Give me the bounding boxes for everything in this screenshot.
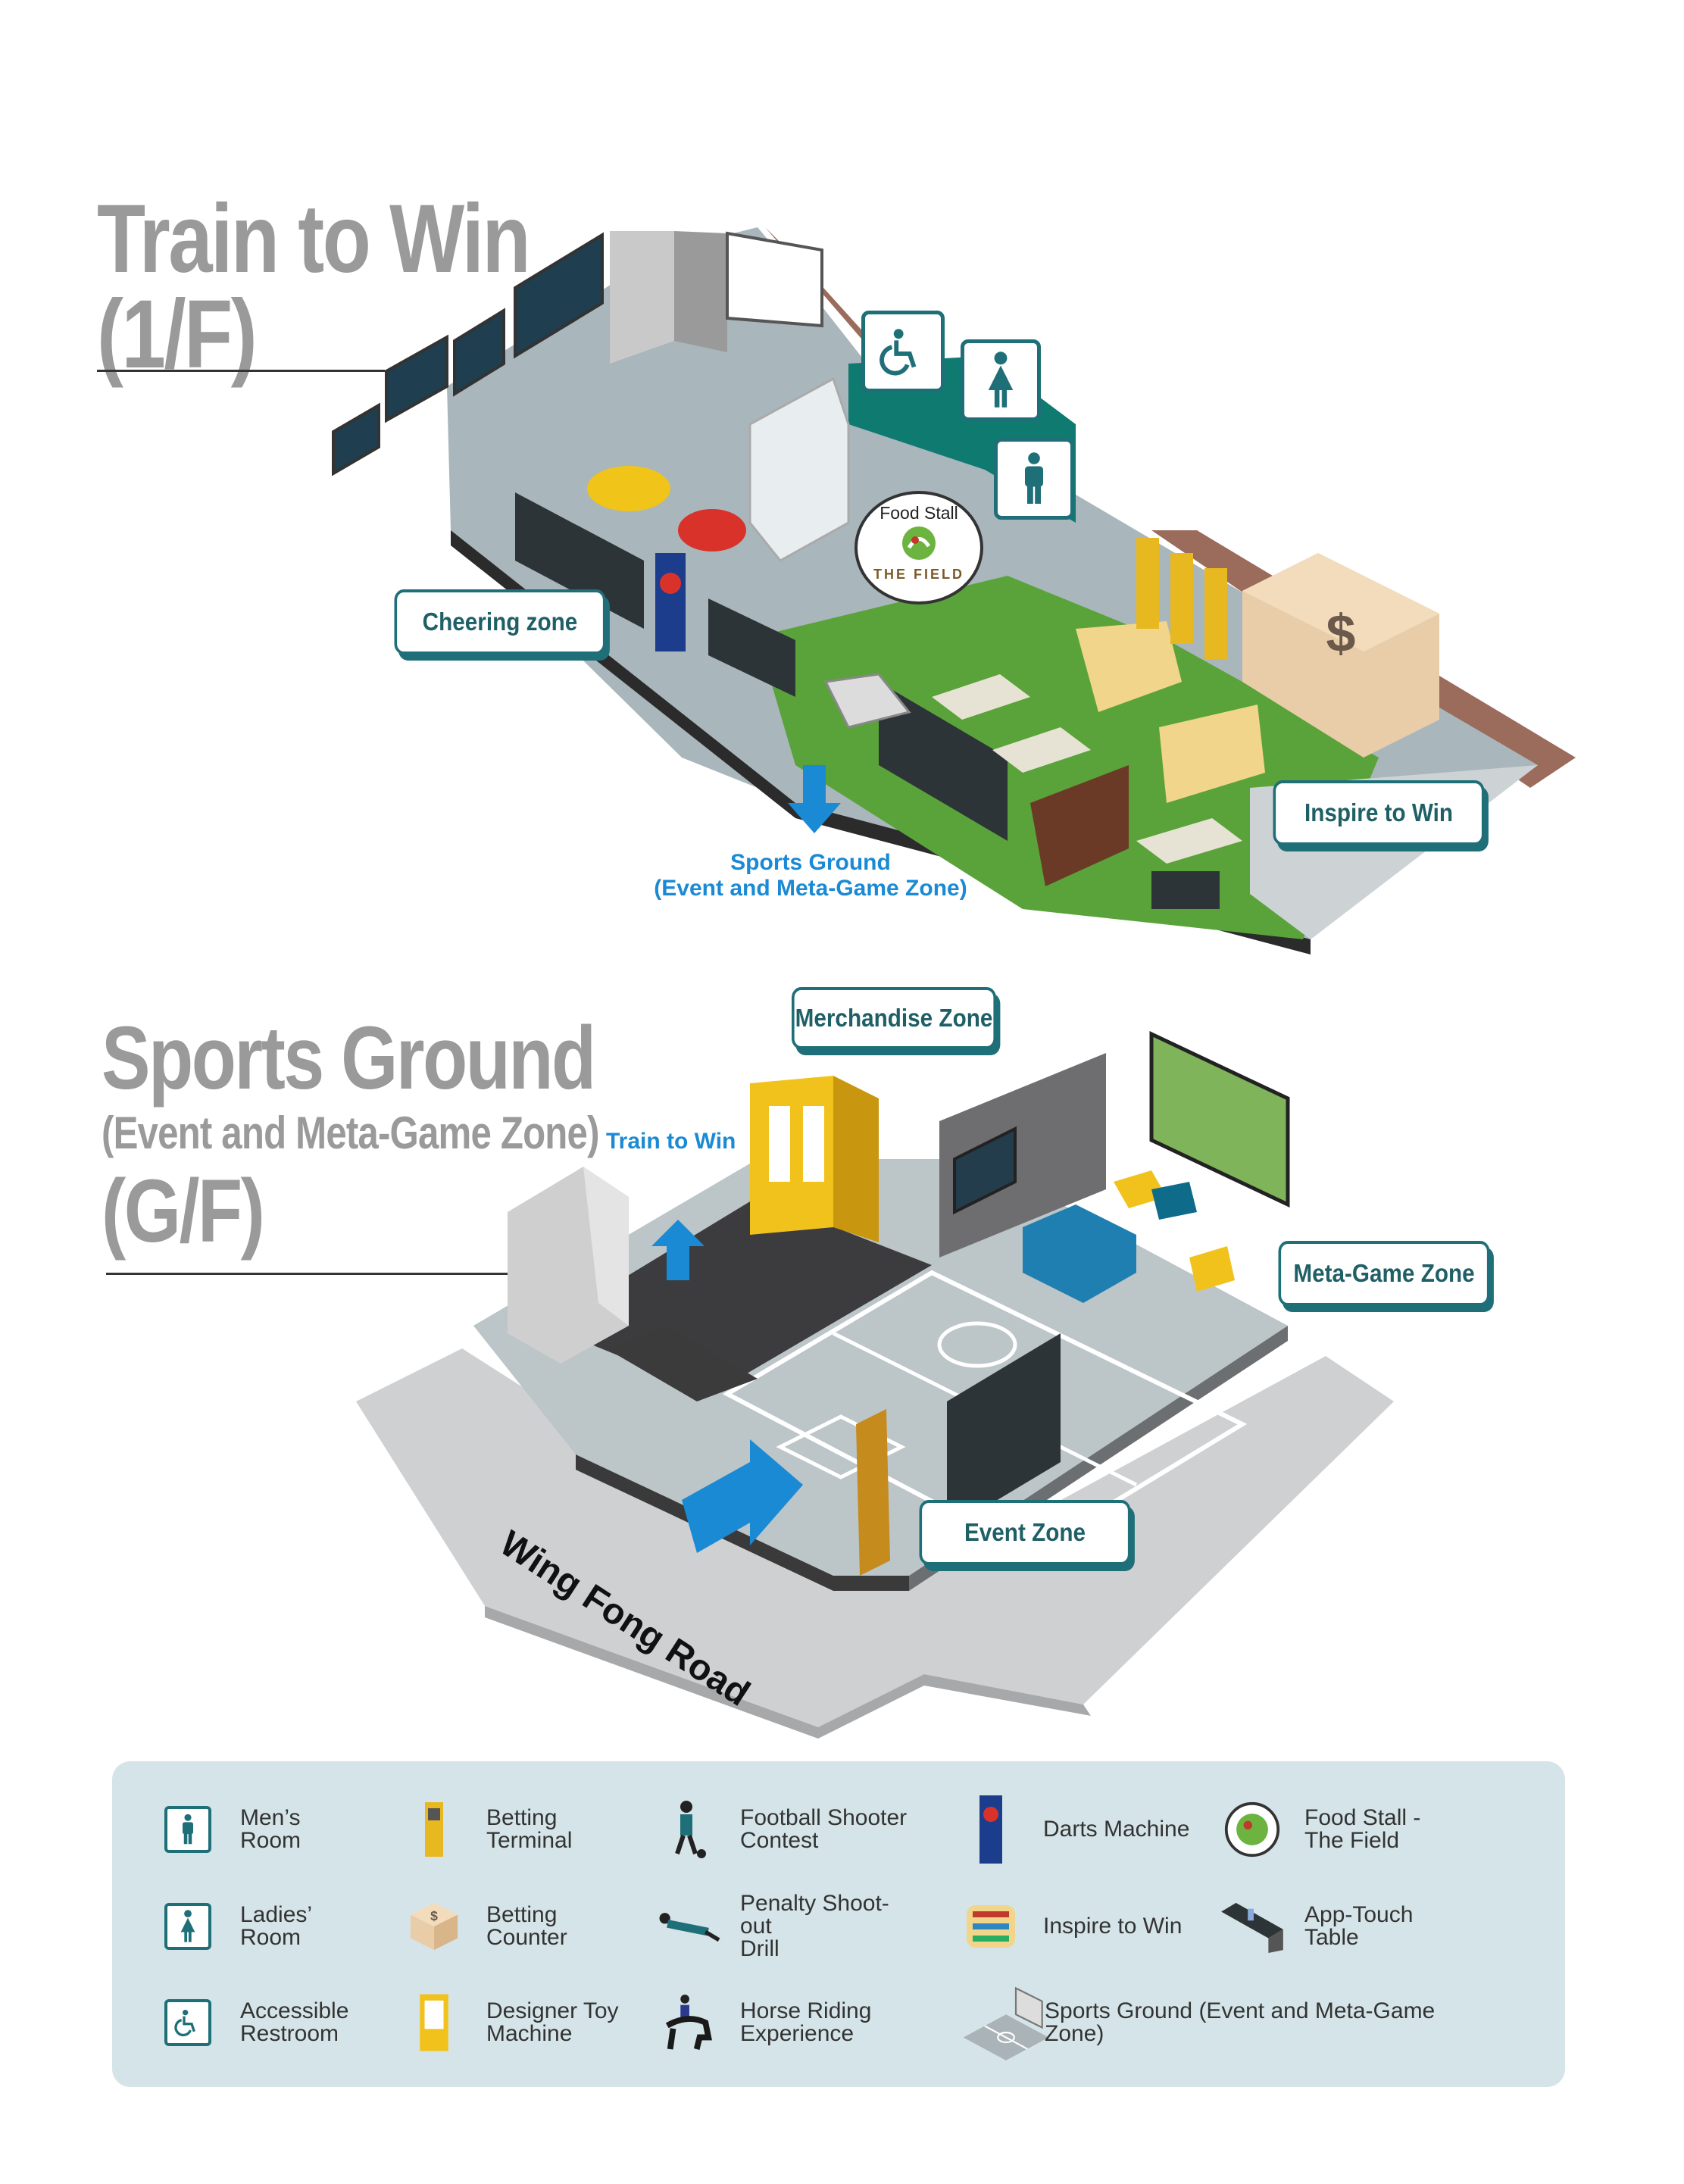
ground-title-rule (106, 1273, 515, 1275)
food-stall-icon (1224, 1801, 1280, 1857)
stairs-up-label: Train to Win (606, 1129, 736, 1154)
legend-label: Room (240, 1925, 301, 1950)
legend-label: Food Stall - (1304, 1805, 1421, 1830)
legend-label: The Field (1304, 1828, 1400, 1853)
ground-map (356, 1031, 1394, 1739)
legend-label: Inspire to Win (1043, 1914, 1183, 1939)
legend-label: Accessible (240, 1998, 349, 2023)
legend-label: Sports Ground (Event and Meta-Game Zone) (1045, 1998, 1436, 2046)
darts-machine-icon (979, 1795, 1002, 1864)
male-icon (164, 1806, 211, 1853)
meta-game-zone-tag[interactable]: Meta-Game Zone (1278, 1241, 1490, 1306)
inspire-to-win-tag[interactable]: Inspire to Win (1273, 780, 1485, 845)
legend-label: App-Touch (1304, 1902, 1414, 1927)
horse-riding-icon (665, 1995, 712, 2050)
designer-toy-icon (420, 1994, 448, 2051)
legend-label: Restroom (240, 2021, 339, 2046)
ground-title-line2: (Event and Meta-Game Zone) (102, 1108, 599, 1158)
legend-label: Penalty Shoot-out (740, 1891, 889, 1939)
legend-label: Horse Riding (740, 1998, 872, 2023)
penalty-shootout-icon (659, 1913, 720, 1942)
event-zone-tag[interactable]: Event Zone (919, 1500, 1131, 1565)
legend-label: Designer Toy (486, 1998, 619, 2023)
legend-label: Darts Machine (1043, 1817, 1190, 1842)
legend-label: Counter (486, 1925, 567, 1950)
app-touch-table-icon (1221, 1902, 1283, 1953)
legend-item-sports-ground: Sports Ground (Event and Meta-Game Zone) (957, 1981, 1499, 2064)
accessible-restroom-icon[interactable] (861, 311, 945, 392)
stairs-down-line1: Sports Ground (730, 850, 891, 875)
floor1-title-line2: (1/F) (97, 280, 258, 389)
floor1-title-rule (97, 370, 385, 372)
legend-item-darts-machine: Darts Machine (957, 1795, 1210, 1864)
legend-label: Betting (486, 1902, 558, 1927)
legend-label: Room (240, 1828, 301, 1853)
legend-label: Men’s (240, 1805, 301, 1830)
legend-label: Terminal (486, 1828, 573, 1853)
ground-title-line3: (G/F) (102, 1161, 265, 1261)
legend-label: Betting (486, 1805, 558, 1830)
ladies-room-icon[interactable] (961, 339, 1041, 421)
legend-label: Experience (740, 2021, 854, 2046)
betting-counter-icon: $ (410, 1902, 458, 1951)
merchandise-zone-tag[interactable]: Merchandise Zone (792, 987, 996, 1049)
legend-item-ladies-room: Ladies’Room (154, 1892, 414, 1961)
legend-label: Machine (486, 2021, 573, 2046)
legend-label: Table (1304, 1925, 1359, 1950)
food-stall-brand: THE FIELD (873, 567, 964, 582)
mens-room-icon[interactable] (994, 438, 1074, 520)
stairs-down-label: Sports Ground (Event and Meta-Game Zone) (651, 850, 970, 901)
legend-label: Ladies’ (240, 1902, 313, 1927)
cheering-zone-tag[interactable]: Cheering zone (394, 589, 606, 655)
svg-text:$: $ (430, 1908, 438, 1923)
food-stall-marker[interactable]: Food Stall THE FIELD (854, 491, 983, 605)
sports-ground-icon (963, 1986, 1049, 2061)
stairs-down-line2: (Event and Meta-Game Zone) (654, 876, 967, 901)
food-stall-logo-icon (902, 526, 936, 560)
legend-item-inspire-to-win: Inspire to Win (957, 1892, 1210, 1961)
legend-label: Contest (740, 1828, 819, 1853)
food-stall-label: Food Stall (879, 503, 958, 523)
football-shooter-icon (675, 1801, 706, 1858)
inspire-to-win-icon (967, 1905, 1015, 1948)
wheelchair-icon (164, 1999, 211, 2046)
floor1-title-line1: Train to Win (97, 185, 531, 293)
legend-item-food-stall: Food Stall -The Field (1218, 1795, 1479, 1864)
legend-label: Football Shooter (740, 1805, 908, 1830)
betting-terminal-icon (425, 1802, 443, 1857)
female-icon (164, 1903, 211, 1950)
svg-text:$: $ (1326, 604, 1356, 663)
ground-title-line1: Sports Ground (102, 1008, 596, 1108)
legend-label: Drill (740, 1936, 780, 1961)
